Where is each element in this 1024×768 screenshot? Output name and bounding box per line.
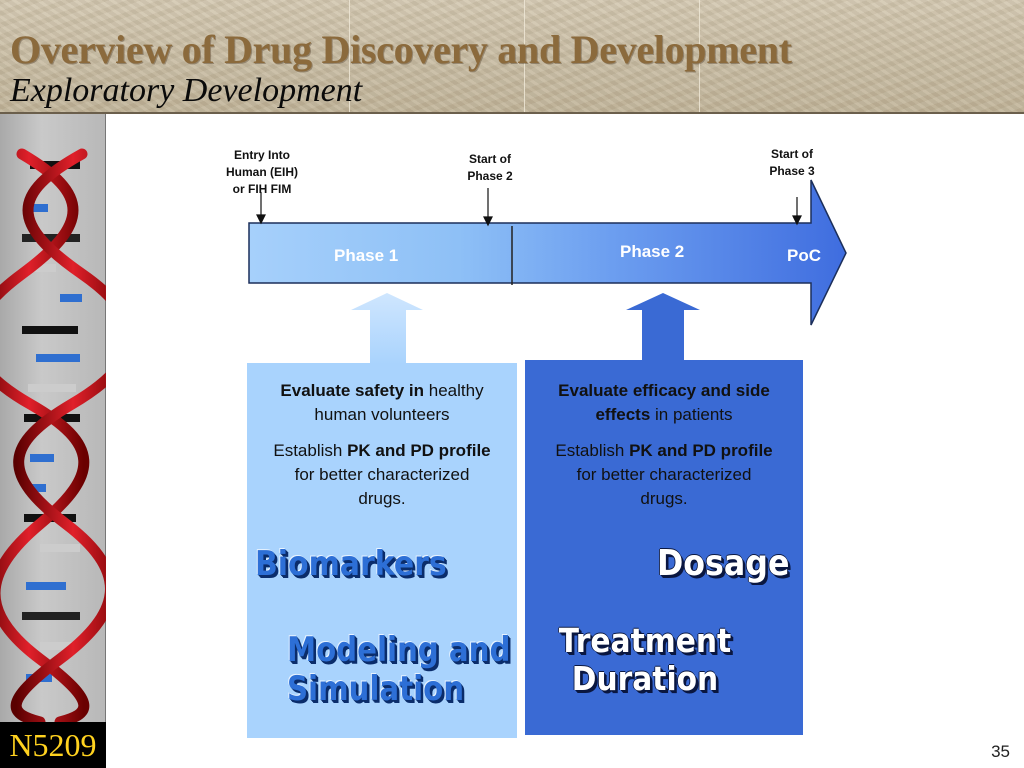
box1-up-arrow bbox=[351, 293, 423, 364]
treatment-duration-wordart: Treatment Duration bbox=[558, 621, 732, 698]
box1-safety-text: Evaluate safety in healthy human volunte… bbox=[280, 381, 484, 424]
box2-pkpd-text: Establish PK and PD profile for better c… bbox=[555, 441, 773, 508]
phase3-start-label: Start of Phase 3 bbox=[769, 147, 815, 178]
sidebar bbox=[0, 114, 106, 722]
slide-header: Overview of Drug Discovery and Developme… bbox=[0, 0, 1024, 114]
header-divider bbox=[699, 0, 700, 112]
slide-code: N5209 bbox=[0, 722, 106, 768]
phase2-objectives-box: Evaluate efficacy and side effects in pa… bbox=[525, 360, 803, 735]
slide-subtitle: Exploratory Development bbox=[10, 72, 363, 109]
modeling-simulation-wordart: Modeling and Simulation bbox=[287, 630, 511, 710]
header-divider bbox=[349, 0, 350, 112]
biomarkers-wordart: Biomarkers bbox=[255, 544, 447, 584]
dosage-wordart: Dosage bbox=[657, 543, 790, 584]
box1-pkpd-text: Establish PK and PD profile for better c… bbox=[273, 441, 491, 508]
phase1-label: Phase 1 bbox=[334, 246, 399, 265]
eih-marker-label: Entry Into Human (EIH) or FIH FIM bbox=[226, 148, 298, 196]
box2-efficacy-text: Evaluate efficacy and side effects in pa… bbox=[558, 381, 770, 424]
dna-helix-image bbox=[0, 148, 106, 722]
phase2-label: Phase 2 bbox=[620, 242, 685, 261]
box2-up-arrow bbox=[626, 293, 700, 361]
poc-label: PoC bbox=[787, 246, 821, 265]
slide-title: Overview of Drug Discovery and Developme… bbox=[10, 27, 792, 72]
phase2-start-label: Start of Phase 2 bbox=[467, 152, 513, 183]
header-divider bbox=[524, 0, 525, 112]
phase1-objectives-box: Evaluate safety in healthy human volunte… bbox=[247, 363, 517, 738]
page-number: 35 bbox=[991, 742, 1010, 761]
